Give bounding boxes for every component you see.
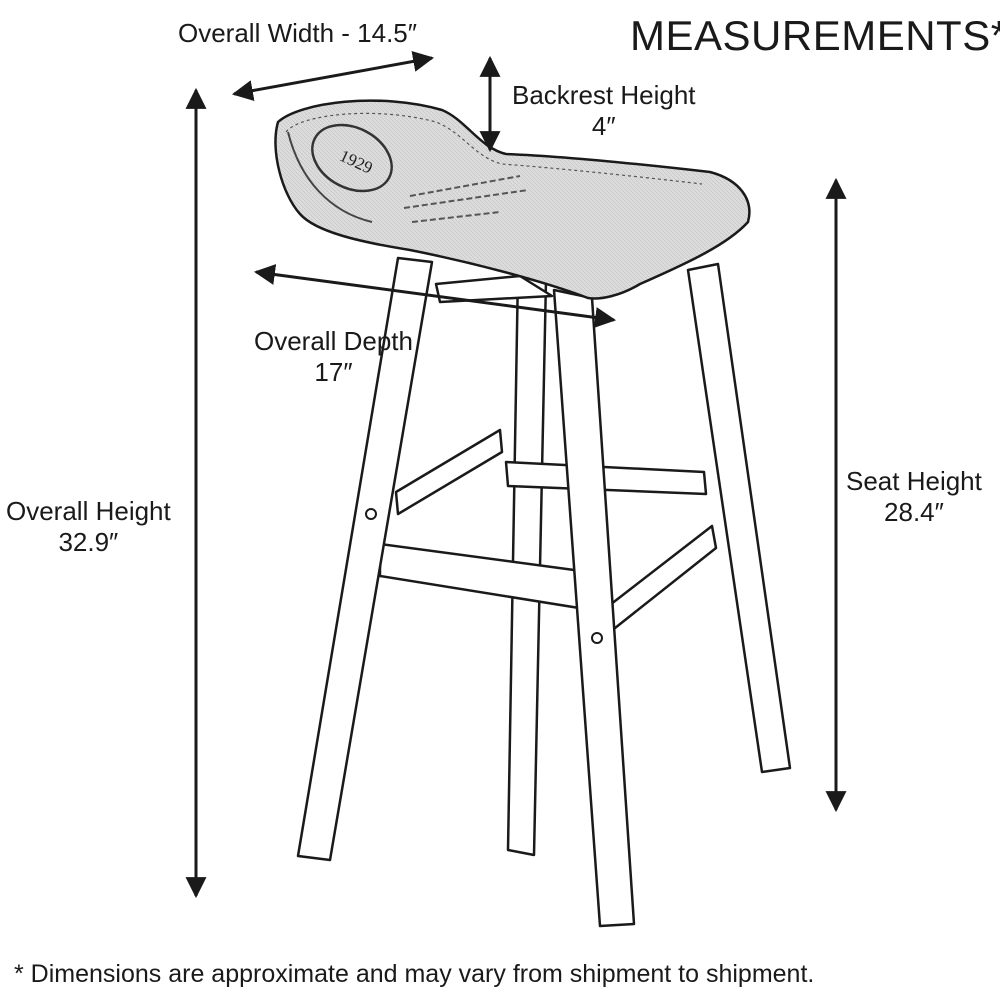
seat-print-arc	[287, 131, 373, 223]
overall-height-value: 32.9″	[58, 526, 119, 557]
front-left-leg	[296, 256, 434, 862]
seat-height-value: 28.4″	[884, 496, 944, 527]
overall-depth-value: 17″	[314, 356, 353, 387]
seat-print-stripes	[403, 175, 529, 223]
overall-depth-arrow	[253, 264, 617, 328]
overall-width-label: Overall Width - 14.5″	[178, 18, 417, 49]
overall-width-arrow	[231, 51, 435, 101]
screws	[365, 508, 603, 644]
stool-frame	[296, 256, 792, 928]
screw-right	[591, 632, 603, 644]
overall-depth-title: Overall Depth	[254, 326, 413, 356]
stool-seat: 1929	[274, 99, 751, 300]
backrest-height-value: 4″	[591, 110, 616, 141]
backrest-height-title: Backrest Height	[512, 80, 696, 110]
footnote: * Dimensions are approximate and may var…	[14, 960, 815, 988]
overall-width-text: Overall Width - 14.5″	[178, 18, 417, 48]
front-stretcher	[378, 542, 606, 614]
back-right-leg	[686, 262, 792, 774]
screw-left	[365, 508, 377, 520]
seat-height-title: Seat Height	[846, 466, 982, 496]
left-side-stretcher	[394, 428, 504, 516]
right-side-stretcher	[604, 524, 718, 634]
page-title: MEASUREMENTS*	[630, 12, 1000, 59]
seat-print-oval	[311, 123, 393, 193]
overall-height-label: Overall Height 32.9″	[6, 496, 171, 557]
overall-depth-label: Overall Depth 17″	[254, 326, 413, 387]
overall-height-title: Overall Height	[6, 496, 171, 526]
rear-stretcher	[504, 460, 708, 496]
seat-cushion	[274, 99, 751, 300]
backrest-height-label: Backrest Height 4″	[512, 80, 696, 141]
seat-height-label: Seat Height 28.4″	[846, 466, 982, 527]
dimension-arrows	[185, 51, 847, 899]
